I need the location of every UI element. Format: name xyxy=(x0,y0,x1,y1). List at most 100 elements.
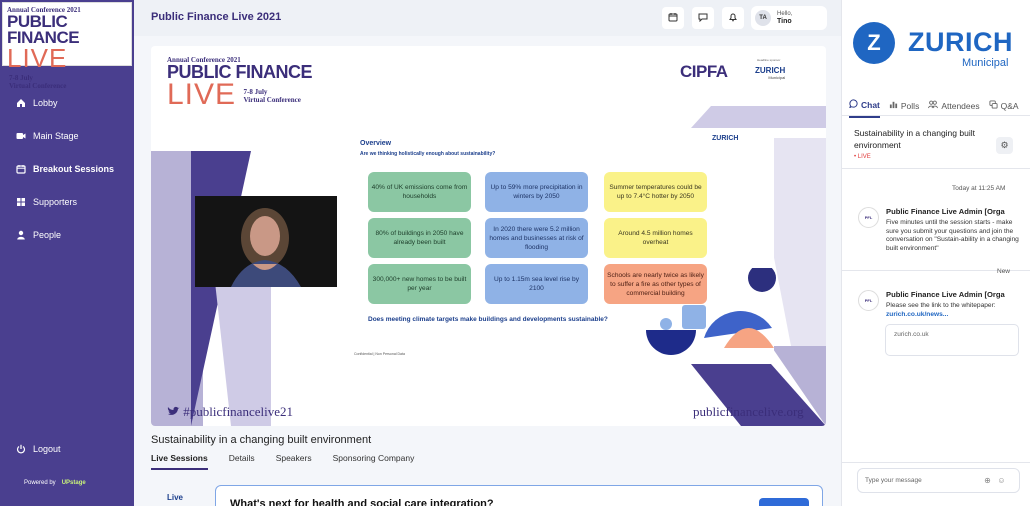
people-icon xyxy=(928,100,939,111)
message-placeholder: Type your message xyxy=(865,477,922,484)
user-menu[interactable]: TA Hello, Tino xyxy=(751,6,827,30)
sidebar-item-label: Breakout Sessions xyxy=(33,163,115,174)
slide-footer: Confidential | Non Personal Data xyxy=(354,352,405,356)
sidebar-item-lobby[interactable]: Lobby xyxy=(0,86,134,119)
tab-sponsoring-company[interactable]: Sponsoring Company xyxy=(332,453,415,463)
tab-attendees-label: Attendees xyxy=(941,100,980,111)
tab-qa[interactable]: Q&A xyxy=(989,99,1019,118)
next-session-card[interactable]: What's next for health and social care i… xyxy=(215,485,823,506)
chat-icon xyxy=(849,99,858,110)
main-stage-video[interactable]: Annual Conference 2021 PUBLIC FINANCE LI… xyxy=(151,46,826,426)
notifications-button[interactable] xyxy=(722,7,744,29)
sidebar-item-people[interactable]: People xyxy=(0,218,134,251)
message-text: Please see the link to the whitepaper: xyxy=(886,302,996,309)
chat-message-input[interactable]: Type your message xyxy=(857,468,1020,493)
message-link[interactable]: zurich.co.uk/news... xyxy=(886,310,949,318)
tabs-divider xyxy=(842,115,1030,116)
speaker-video[interactable] xyxy=(195,196,337,287)
event-hashtag-text: #publicfinancelive21 xyxy=(183,404,293,419)
live-label: Live xyxy=(167,493,184,502)
tab-details[interactable]: Details xyxy=(228,453,255,463)
sidebar-item-label: People xyxy=(33,229,62,240)
slide-bottom-question: Does meeting climate targets make buildi… xyxy=(368,316,608,323)
conference-logo[interactable]: Annual Conference 2021 PUBLIC FINANCE LI… xyxy=(2,2,132,90)
slide-tile: Up to 1.15m sea level rise by 2100 xyxy=(485,264,588,304)
message-icon xyxy=(698,12,708,24)
presentation-slide: Overview Are we thinking holistically en… xyxy=(354,130,776,362)
tab-live-sessions[interactable]: Live Sessions xyxy=(151,453,208,470)
link-preview-card[interactable]: zurich.co.uk xyxy=(885,324,1019,356)
sidebar-item-label: Main Stage xyxy=(33,130,79,141)
poll-icon xyxy=(889,100,898,111)
tab-polls-label: Polls xyxy=(900,100,920,111)
stage-logo-live: LIVE xyxy=(167,78,237,111)
chat-settings-button[interactable]: ⚙ xyxy=(996,137,1013,154)
slide-tile: Up to 59% more precipitation in winters … xyxy=(485,172,588,212)
zurich-stage-logo: ZURICH Municipal xyxy=(755,66,785,80)
power-icon xyxy=(16,444,26,454)
tab-polls[interactable]: Polls xyxy=(889,99,919,118)
tab-qa-label: Q&A xyxy=(1000,100,1019,111)
person-icon xyxy=(16,230,26,240)
stage-logo-tagline: Annual Conference 2021 xyxy=(167,56,241,64)
new-messages-label: New xyxy=(997,268,1011,275)
zurich-brand-sub: Municipal xyxy=(962,57,1009,69)
sidebar-item-supporters[interactable]: Supporters xyxy=(0,185,134,218)
sidebar-nav: Lobby Main Stage Breakout Sessions Suppo… xyxy=(0,86,134,251)
slide-tile: Schools are nearly twice as likely to su… xyxy=(604,264,707,304)
message-author: Public Finance Live Admin [Orga xyxy=(886,207,1005,216)
message-body: Five minutes until the session starts - … xyxy=(886,219,1019,252)
add-attachment-icon[interactable]: ⊕ xyxy=(984,476,991,485)
messages-button[interactable] xyxy=(692,7,714,29)
logo-dates: 7-8 July Virtual Conference xyxy=(9,74,66,90)
tab-speakers[interactable]: Speakers xyxy=(275,453,312,463)
chat-panel: Z ZURICH Municipal Chat Polls Attendees … xyxy=(841,0,1030,506)
live-badge: • LIVE xyxy=(854,154,871,160)
cipfa-logo: CIPFA xyxy=(680,62,728,81)
logo-live: LIVE xyxy=(7,43,68,73)
gear-icon: ⚙ xyxy=(1000,140,1009,150)
calendar-icon xyxy=(16,164,26,174)
avatar: PFL xyxy=(858,290,879,311)
user-name: Tino xyxy=(777,17,792,25)
zurich-stage-name: ZURICH xyxy=(755,66,786,75)
zurich-brand: ZURICH xyxy=(908,27,1013,57)
topic-divider xyxy=(842,168,1030,169)
message-author: Public Finance Live Admin [Orga xyxy=(886,290,1005,299)
grid-icon xyxy=(16,197,26,207)
logo-date-line: 7-8 July xyxy=(9,74,33,82)
slide-question: Are we thinking holistically enough abou… xyxy=(360,151,496,157)
hello-label: Hello, xyxy=(777,10,793,17)
logout-label: Logout xyxy=(33,444,61,454)
chat-topic: Sustainability in a changing built envir… xyxy=(854,128,975,150)
schedule-button[interactable] xyxy=(662,7,684,29)
tab-chat-label: Chat xyxy=(861,99,880,110)
session-title: Sustainability in a changing built envir… xyxy=(151,434,372,446)
next-session-title: What's next for health and social care i… xyxy=(230,498,494,506)
zurich-stage-sub: Municipal xyxy=(768,75,786,80)
speaker-figure xyxy=(195,196,337,287)
tab-chat[interactable]: Chat xyxy=(849,99,880,118)
powered-by-label: Powered by xyxy=(24,480,56,486)
stage-venue-line: Virtual Conference xyxy=(243,96,301,104)
tab-attendees[interactable]: Attendees xyxy=(928,99,980,118)
event-hashtag: #publicfinancelive21 xyxy=(167,404,293,420)
powered-by-logo[interactable]: UPstage xyxy=(61,480,86,486)
slide-tile: 300,000+ new homes to be built per year xyxy=(368,264,471,304)
slide-decorative-shapes xyxy=(646,268,776,355)
logout-button[interactable]: Logout xyxy=(16,444,61,454)
page-title: Public Finance Live 2021 xyxy=(151,11,282,23)
stage-conference-logo: Annual Conference 2021 PUBLIC FINANCE LI… xyxy=(167,56,313,111)
logo-tagline: Annual Conference 2021 xyxy=(7,6,81,14)
sidebar-item-main-stage[interactable]: Main Stage xyxy=(0,119,134,152)
stage-logo-title: PUBLIC FINANCE xyxy=(167,62,313,82)
video-icon xyxy=(16,131,26,141)
bell-icon xyxy=(728,12,738,24)
join-session-button[interactable] xyxy=(759,498,809,506)
sidebar-item-breakout-sessions[interactable]: Breakout Sessions xyxy=(0,152,134,185)
sidebar: Annual Conference 2021 PUBLIC FINANCE LI… xyxy=(0,0,134,506)
slide-zurich-logo: ZURICH xyxy=(712,135,739,142)
emoji-icon[interactable]: ☺ xyxy=(997,476,1006,485)
avatar: TA xyxy=(755,10,771,26)
input-divider xyxy=(842,462,1030,463)
